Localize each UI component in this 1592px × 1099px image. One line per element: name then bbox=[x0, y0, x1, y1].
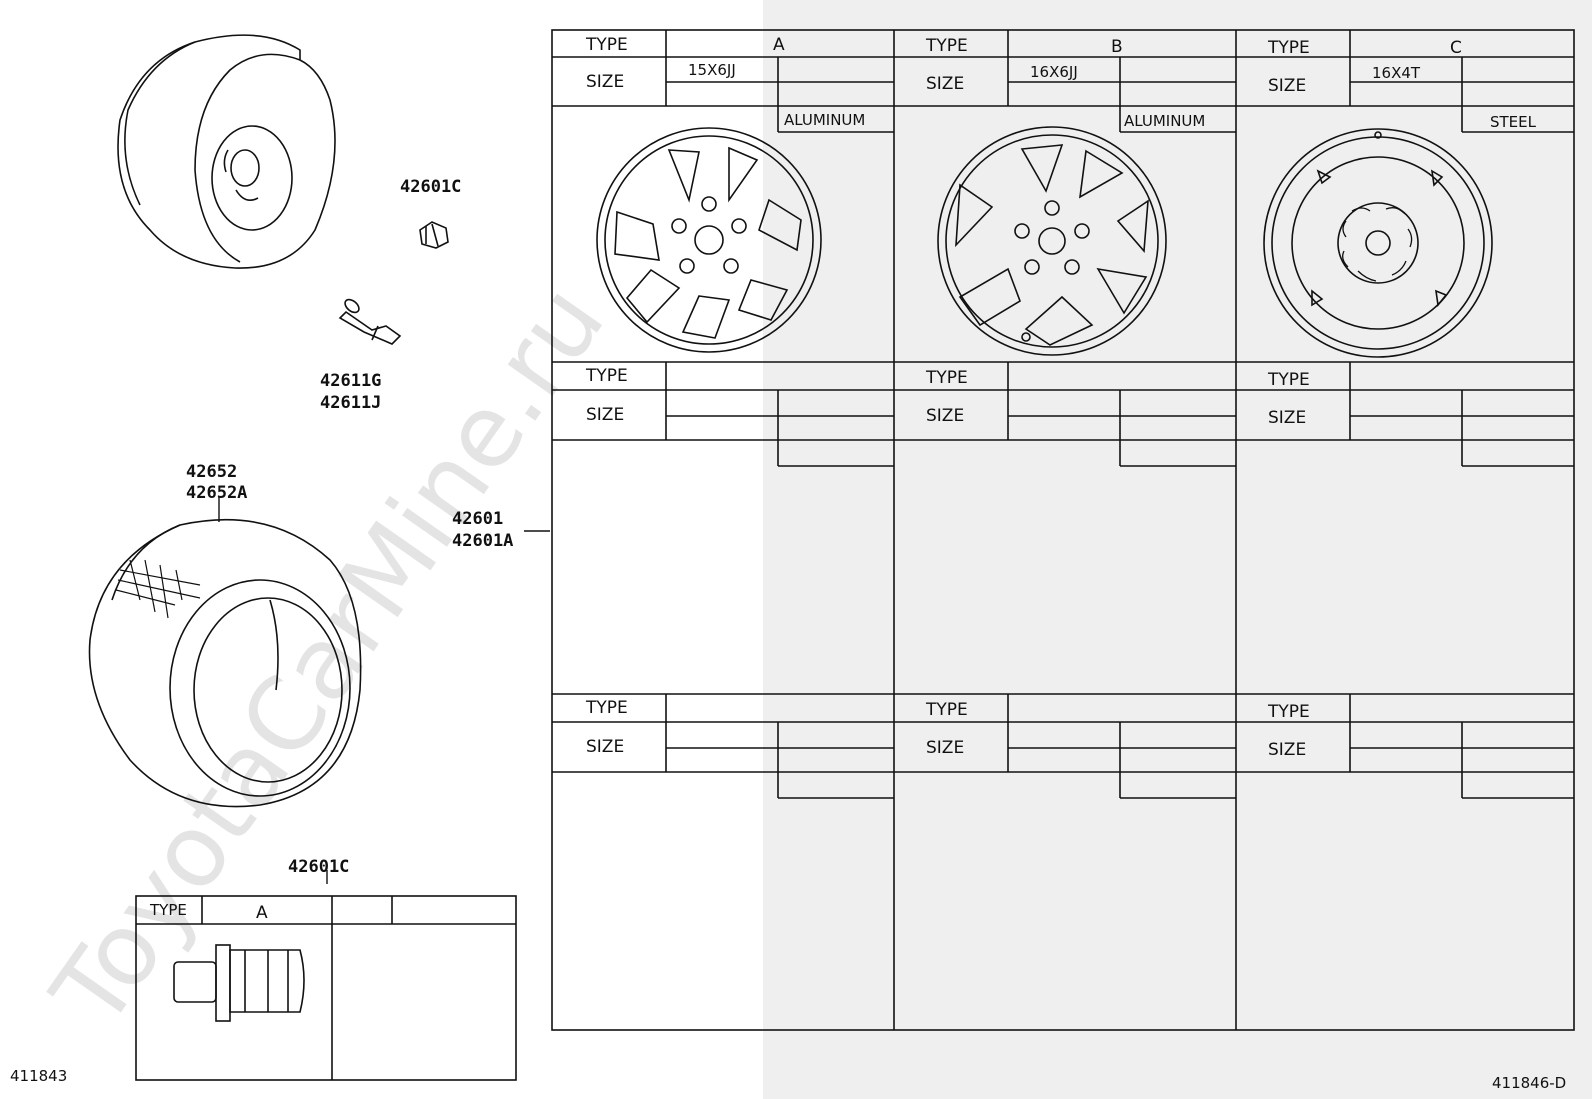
diagram-code-right: 411846-D bbox=[1492, 1074, 1567, 1092]
lug-nut-small-illustration bbox=[419, 221, 449, 249]
wheel-table-type-b: B bbox=[1111, 37, 1123, 57]
wheel-table-size-b: 16X6JJ bbox=[1030, 63, 1078, 81]
wheel-table-type-label-r2c: TYPE bbox=[1268, 370, 1310, 390]
wheel-table-type-label-r2a: TYPE bbox=[586, 366, 628, 386]
nut-table-type-value: A bbox=[256, 903, 268, 923]
wheel-table-grid bbox=[551, 29, 1575, 1031]
wheel-table-size-c: 16X4T bbox=[1372, 64, 1421, 82]
steel-spare-wheel-icon bbox=[1263, 128, 1493, 358]
wheel-table-type-label-r3c: TYPE bbox=[1268, 702, 1310, 722]
wheel-table-size-a: 15X6JJ bbox=[688, 61, 736, 79]
callout-wheel-a: 42601A bbox=[452, 531, 514, 551]
wheel-table-material-a: ALUMINUM bbox=[784, 111, 866, 129]
tire-illustration bbox=[88, 518, 362, 808]
wheel-table-material-c: STEEL bbox=[1490, 113, 1536, 131]
wheel-table-size-label-b: SIZE bbox=[926, 74, 965, 94]
wheel-table-type-label-c: TYPE bbox=[1268, 38, 1310, 58]
callout-lug-nut-table: 42601C bbox=[288, 857, 350, 877]
alloy-wheel-6-spoke-icon bbox=[596, 127, 822, 353]
callout-lug-nut-top: 42601C bbox=[400, 177, 462, 197]
wheel-table-size-label-r2b: SIZE bbox=[926, 406, 965, 426]
callout-valve-g: 42611G bbox=[320, 371, 382, 391]
callout-tire: 42652 bbox=[186, 462, 238, 482]
wheel-table-type-label-r2b: TYPE bbox=[926, 368, 968, 388]
scan-shade bbox=[763, 0, 1592, 1099]
nut-table-type-label: TYPE bbox=[150, 901, 187, 919]
wheel-table-type-a: A bbox=[773, 35, 785, 55]
wheel-table-size-label-r3a: SIZE bbox=[586, 737, 625, 757]
wheel-table-size-label-r3c: SIZE bbox=[1268, 740, 1307, 760]
wheel-table-type-label-r3b: TYPE bbox=[926, 700, 968, 720]
wheel-table-type-label-b: TYPE bbox=[926, 36, 968, 56]
alloy-wheel-7-spoke-icon bbox=[937, 126, 1167, 356]
wheel-table-material-b: ALUMINUM bbox=[1124, 112, 1206, 130]
callout-tire-a: 42652A bbox=[186, 483, 248, 503]
wheel-table-size-label-r2a: SIZE bbox=[586, 405, 625, 425]
callout-valve-j: 42611J bbox=[320, 393, 382, 413]
wheel-table-size-label-r3b: SIZE bbox=[926, 738, 965, 758]
wheel-table-type-label-r3a: TYPE bbox=[586, 698, 628, 718]
wheel-table-size-label-c: SIZE bbox=[1268, 76, 1307, 96]
wheel-table-size-label-a: SIZE bbox=[586, 72, 625, 92]
lug-nut-illustration bbox=[173, 944, 305, 1022]
wheel-table-type-c: C bbox=[1450, 38, 1462, 58]
wheel-table-size-label-r2c: SIZE bbox=[1268, 408, 1307, 428]
valve-stem-illustration bbox=[338, 298, 402, 345]
nut-table-grid bbox=[135, 895, 517, 1081]
callout-wheel: 42601 bbox=[452, 509, 504, 529]
spare-wheel-illustration bbox=[117, 34, 336, 269]
wheel-table-type-label-a: TYPE bbox=[586, 35, 628, 55]
diagram-code-left: 411843 bbox=[10, 1067, 68, 1085]
